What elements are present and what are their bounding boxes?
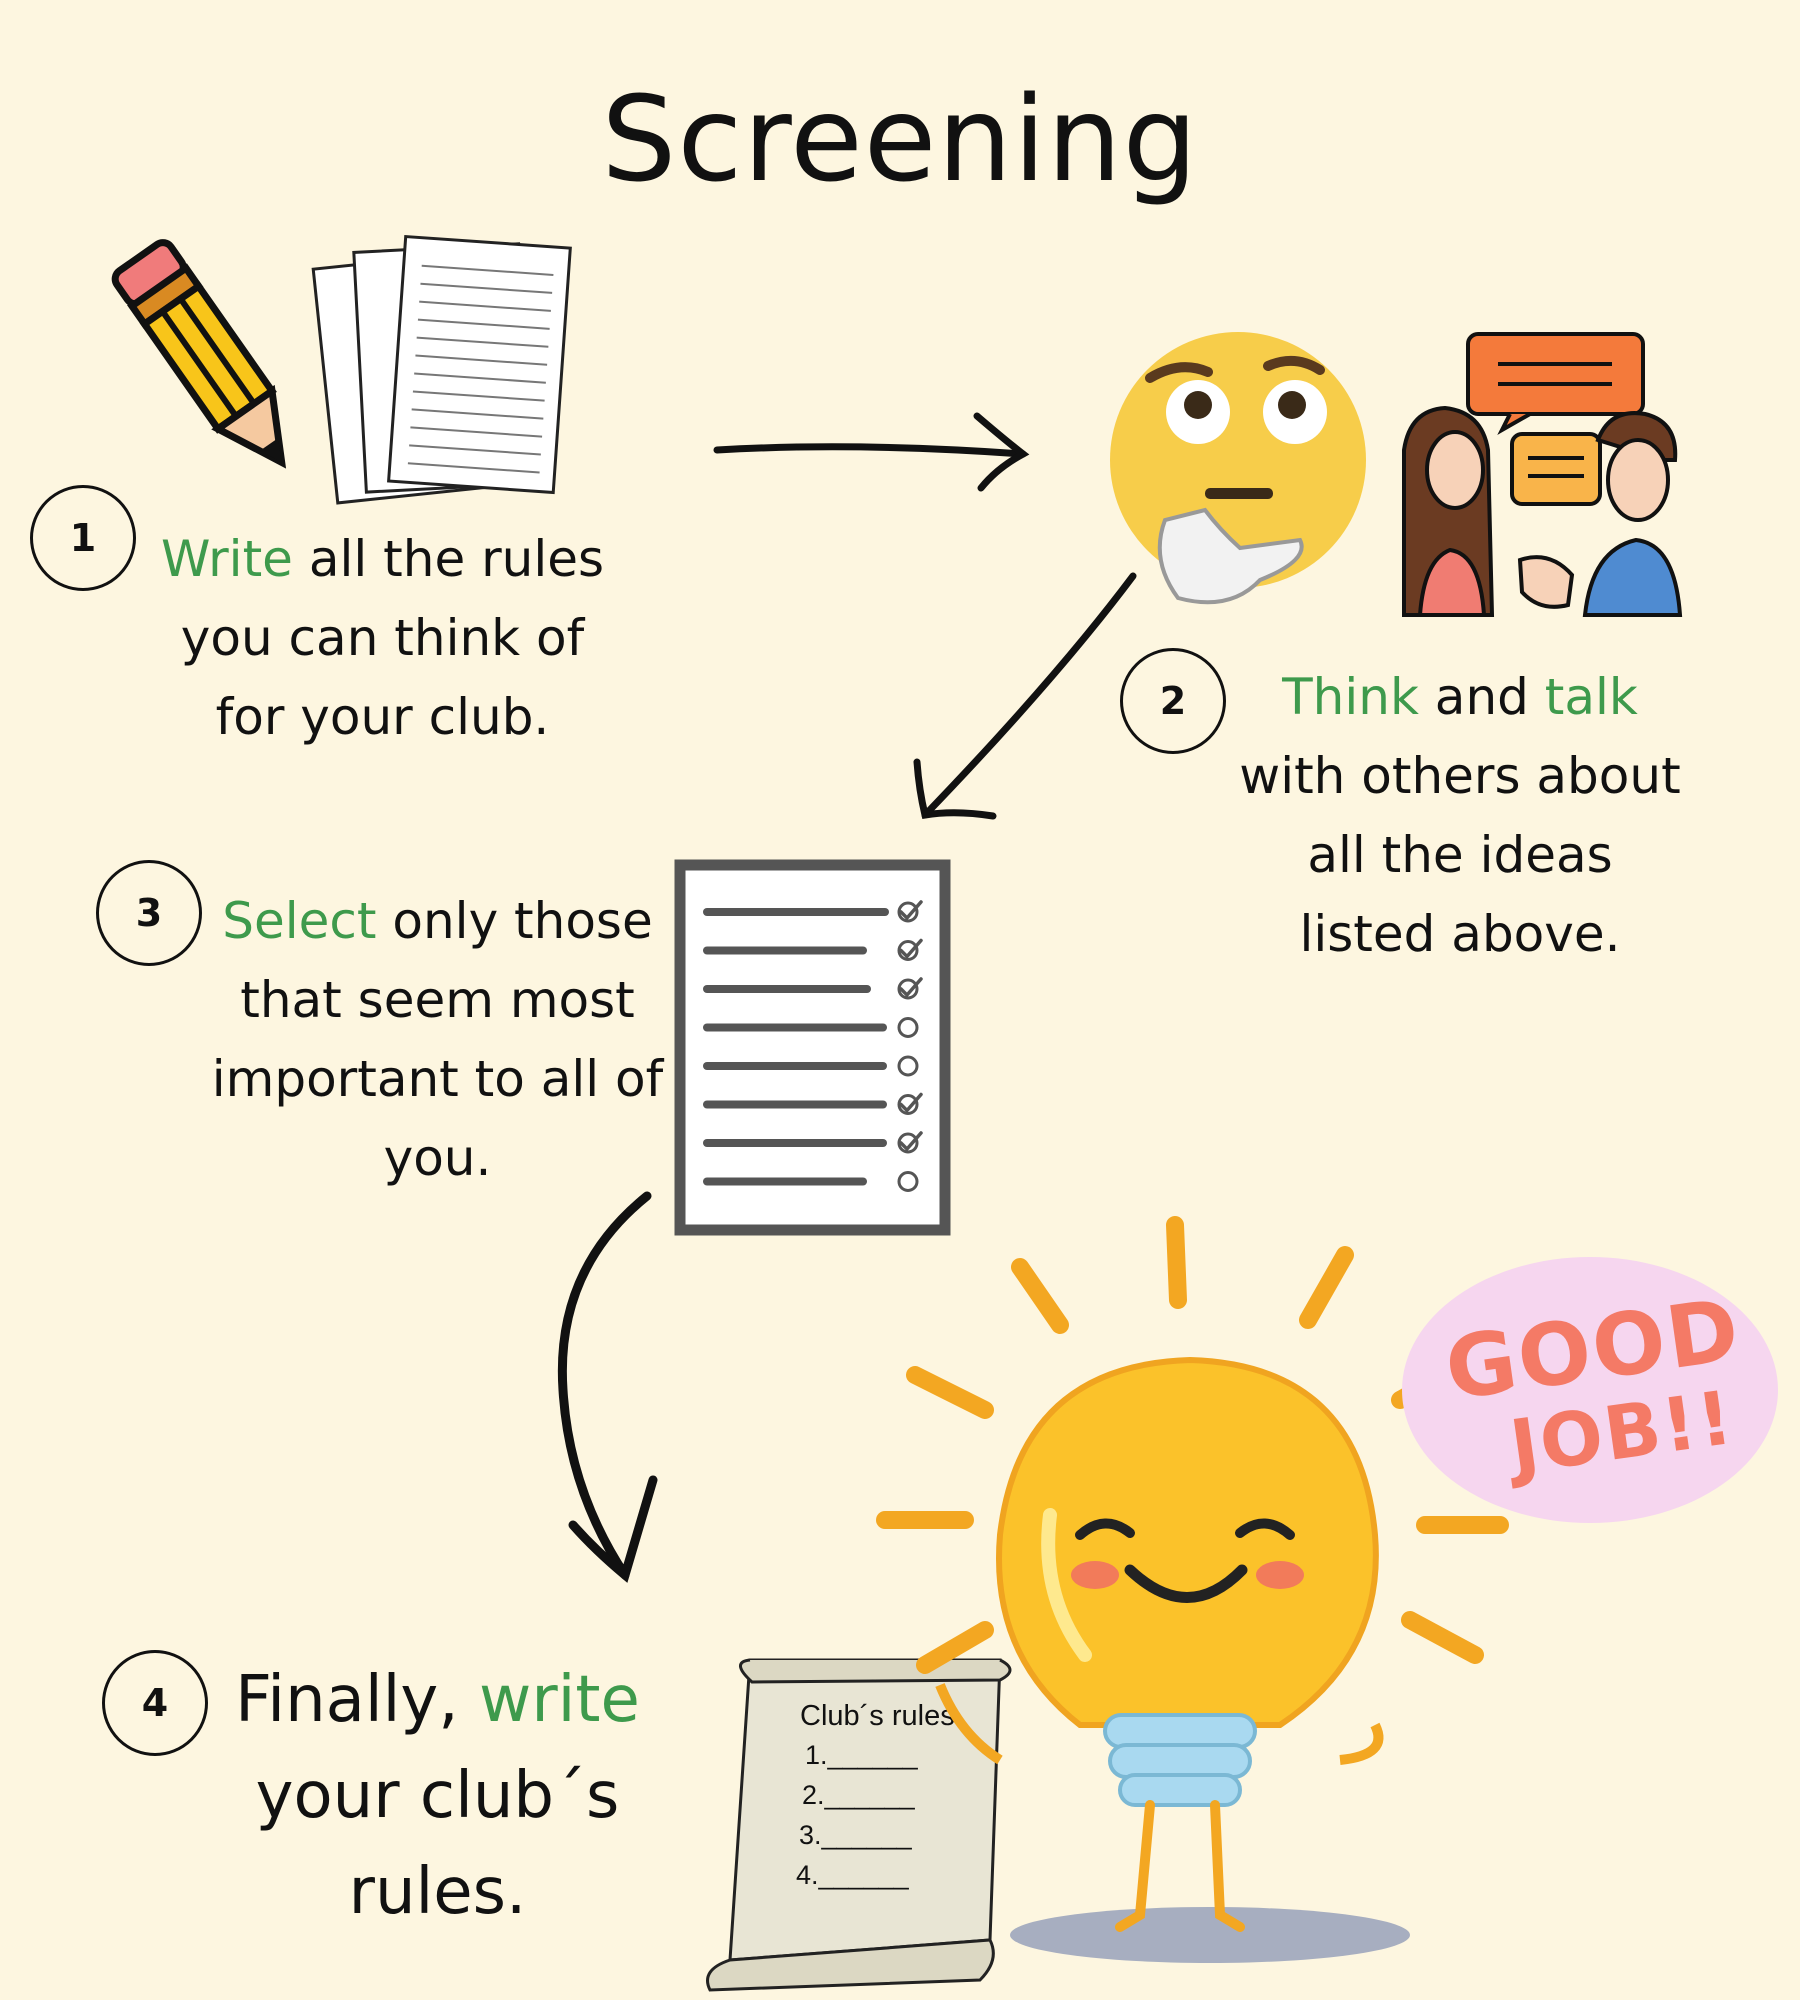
- checked-box-icon: [897, 1132, 919, 1154]
- arrow-right: [713, 412, 1030, 492]
- scroll-item: 4.______: [796, 1860, 909, 1890]
- step-1-highlight: Write: [160, 530, 293, 588]
- empty-box-icon: [897, 1055, 919, 1077]
- empty-box-icon: [897, 1171, 919, 1192]
- checklist-icon: [674, 859, 951, 1236]
- step-4-number: 4: [102, 1650, 208, 1756]
- scroll-item: 3.______: [799, 1820, 912, 1850]
- page-title: Screening: [601, 70, 1199, 208]
- papers-icon: [311, 234, 572, 505]
- pencil-icon: [111, 239, 287, 469]
- conversation-icon: [1402, 332, 1683, 617]
- checked-box-icon: [897, 1094, 919, 1115]
- step-1-number: 1: [30, 485, 136, 591]
- step-2-number: 2: [1120, 648, 1226, 754]
- arrow-diagonal: [913, 572, 1137, 820]
- check-mark-icon: [899, 977, 923, 998]
- scroll-item: 1.______: [805, 1740, 918, 1770]
- good-job-sticker: [1402, 1257, 1778, 1523]
- checked-box-icon: [897, 940, 919, 961]
- check-mark-icon: [899, 1131, 923, 1152]
- check-mark-icon: [899, 900, 923, 921]
- step-3-number: 3: [96, 860, 202, 966]
- checked-box-icon: [897, 901, 919, 923]
- step-2-text: Think and talk with others about all the…: [1239, 668, 1681, 963]
- check-mark-icon: [899, 938, 923, 960]
- arrow-curved-down: [557, 1191, 658, 1583]
- empty-box-icon: [897, 1017, 919, 1038]
- step-4-text: Finally, write your club´s rules.: [235, 1663, 640, 1929]
- thinking-face-icon: [1110, 332, 1366, 605]
- step-1-text: Write all the rules you can think of for…: [160, 530, 605, 746]
- scroll-item: 2.______: [802, 1780, 915, 1810]
- scroll-icon: [706, 1658, 1012, 1992]
- check-mark-icon: [899, 1092, 923, 1114]
- scroll-title: Club´s rules: [800, 1700, 955, 1732]
- checked-box-icon: [897, 978, 919, 1000]
- step-3-text: Select only those that seem most importa…: [211, 892, 664, 1187]
